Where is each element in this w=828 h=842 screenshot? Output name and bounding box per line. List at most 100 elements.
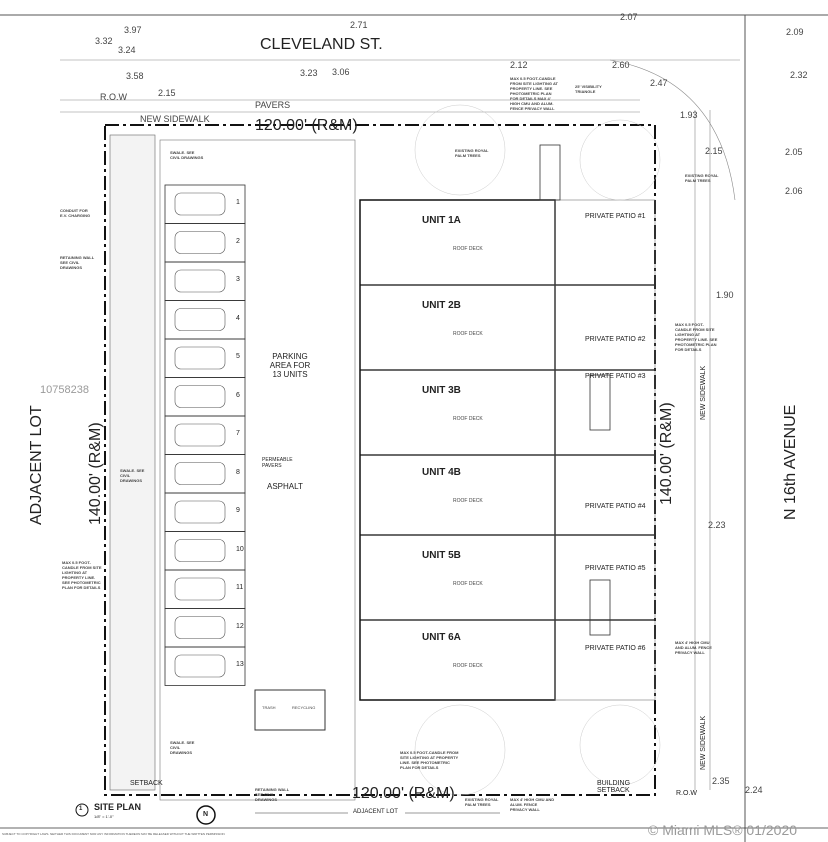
building-outline [359,199,556,701]
roof-deck-label: ROOF DECK [453,580,483,587]
lighting-note: MAX 0.5 FOOT-CANDLE FROM SITE LIGHTING A… [62,560,102,590]
parking-space [164,377,246,417]
roof-deck-label: ROOF DECK [453,245,483,252]
lighting-note: MAX 0.5 FOOT-CANDLE FROM SITE LIGHTING A… [675,322,718,352]
dimension-bottom: 120.00' (R&M) [352,785,455,802]
parking-space [164,415,246,455]
parking-space [164,300,246,340]
new-sidewalk-right: NEW SIDEWALK [700,365,707,420]
parking-number: 4 [236,314,240,322]
trash-label: TRASH [262,705,276,710]
elevation: 3.58 [126,71,144,81]
elevation: 3.24 [118,45,136,55]
car-icon [174,192,226,216]
elevation: 2.07 [620,12,638,22]
lighting-note: MAX 0.5 FOOT-CANDLE FROM SITE LIGHTING A… [510,76,558,111]
new-sidewalk-right-bottom: NEW SIDEWALK [700,715,707,770]
adjacent-lot-bottom: ADJACENT LOT [353,809,398,815]
unit-name: UNIT 4B [422,467,461,478]
palm-note: EXISTING ROYAL PALM TREES [455,148,489,158]
elevation: 2.60 [612,60,630,70]
parking-number: 9 [236,507,240,514]
row-bottom-label: R.O.W [676,790,697,797]
stairs [539,144,561,201]
recycling-label: RECYCLING [292,705,316,710]
fence-note: MAX 4' HIGH CMU AND ALUM. FENCE PRIVACY … [675,640,712,655]
palm-note: EXISTING ROYAL PALM TREES [465,797,499,807]
parking-space [164,569,246,609]
unit-name: UNIT 6A [422,632,461,643]
elevation: 2.47 [650,78,668,88]
trash-enclosure [254,689,326,731]
elevation: 2.05 [785,147,803,157]
roof-deck-label: ROOF DECK [453,663,483,669]
parking-number: 12 [236,622,244,630]
drawing-scale: 1/8" = 1'-0" [94,814,114,819]
title-bubble [75,803,89,817]
car-icon [174,654,226,678]
parking-space [164,492,246,532]
elevation: 1.93 [680,110,698,120]
parking-number: 10 [236,545,244,553]
parking-number: 13 [236,661,244,668]
roof-deck-label: ROOF DECK [453,498,483,504]
north-label: N [203,811,209,818]
lighting-note: MAX 0.5 FOOT-CANDLE FROM SITE LIGHTING A… [400,750,459,770]
parking-number: 1 [236,199,240,206]
elevation: 2.12 [510,60,528,70]
parking-number: 6 [236,391,240,399]
elevation: 3.06 [332,67,350,77]
swale-note: SWALE. SEE CIVIL DRAWINGS [170,150,204,160]
elevation: 2.32 [790,70,808,80]
car-icon [174,539,226,562]
private-patio-label: PRIVATE PATIO #5 [585,565,646,572]
parking-space [164,531,246,571]
copyright-note: SUBJECT TO COPYRIGHT LAWS. NEITHER THIS … [2,832,225,836]
car-icon [174,577,226,601]
parking-space [164,184,246,224]
parking-number: 11 [236,584,244,591]
elevation: 2.15 [705,146,723,156]
fence-note: MAX 4' HIGH CMU AND ALUM. FENCE PRIVACY … [510,797,555,812]
pavers-label: PAVERS [255,100,291,110]
listing-id: 10758238 [40,384,89,396]
stairs [589,374,611,431]
drawing-title: SITE PLAN [94,802,142,812]
stairs [589,579,611,636]
roof-deck-label: ROOF DECK [453,415,483,422]
private-patio-label: PRIVATE PATIO #2 [585,336,646,343]
car-icon [174,385,226,408]
dimension-right: 140.00' (R&M) [658,402,675,505]
elevation: 2.09 [786,27,804,37]
watermark: © Miami MLS® 01/2020 [648,822,798,838]
elevation: 3.97 [124,25,142,35]
parking-area-label: PARKING AREA FOR 13 UNITS [269,352,311,379]
new-sidewalk-label: NEW SIDEWALK [140,114,210,124]
car-icon [174,346,226,370]
swale-note: SWALE. SEE CIVIL DRAWINGS [170,740,195,755]
palm-tree-icon [579,704,661,786]
retaining-note: RETAINING WALL SEE CIVIL DRAWINGS [60,255,95,270]
elevation: 2.06 [785,186,803,196]
adjacent-lot-left: ADJACENT LOT [28,405,45,525]
parking-number: 2 [236,237,240,245]
palm-tree-icon [414,704,506,796]
car-icon [174,308,226,331]
dimension-left: 140.00' (R&M) [87,422,104,525]
parking-space [164,608,246,648]
north-arrow-icon [196,805,216,825]
permeable-pavers-label: PERMEABLE PAVERS [262,457,293,469]
dimension-top: 120.00' (R&M) [255,117,358,134]
retaining-note: RETAINING WALL SEE CIVIL DRAWINGS [255,787,290,802]
car-icon [174,231,226,254]
elevation: 2.24 [745,785,763,795]
palm-tree-icon [414,104,506,196]
conduit-note: CONDUIT FOR E.V. CHARGING [60,208,91,218]
car-icon [174,462,226,485]
building-setback-label: BUILDING SETBACK [597,780,631,794]
parking-space [164,223,246,263]
private-patio-label: PRIVATE PATIO #3 [585,373,646,380]
unit-name: UNIT 1A [422,214,461,226]
elevation: 2.35 [712,776,730,786]
private-patio-label: PRIVATE PATIO #6 [585,645,646,652]
